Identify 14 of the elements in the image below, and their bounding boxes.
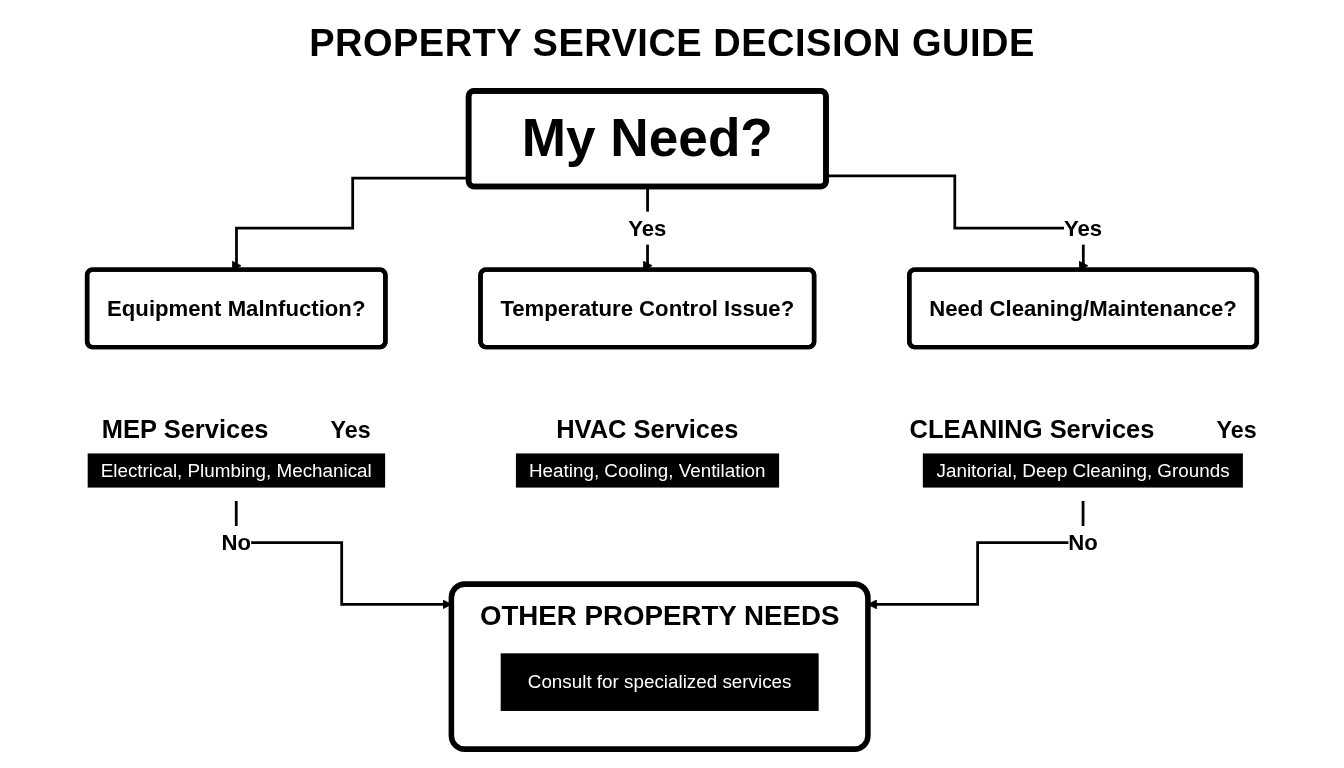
node-box: Janitorial, Deep Cleaning, Grounds — [923, 452, 1243, 488]
edge-label: Yes — [628, 215, 667, 241]
node-box: Heating, Cooling, Ventilation — [515, 452, 779, 488]
edge-label: No — [1068, 530, 1098, 555]
node-label: MEP Services — [101, 414, 269, 444]
edge-label: Yes — [1063, 215, 1103, 241]
node-label: HVAC Services — [556, 414, 739, 444]
diagram-title: PROPERTY SERVICE DECISION GUIDE — [308, 22, 1036, 65]
edge-label: No — [221, 530, 251, 555]
node-label: Yes — [1216, 416, 1257, 443]
node-box: Electrical, Plumbing, Mechanical — [87, 452, 385, 488]
node-box: Consult for specialized services — [500, 653, 819, 711]
node-label: CLEANING Services — [909, 414, 1155, 444]
node-label: Yes — [330, 416, 371, 443]
